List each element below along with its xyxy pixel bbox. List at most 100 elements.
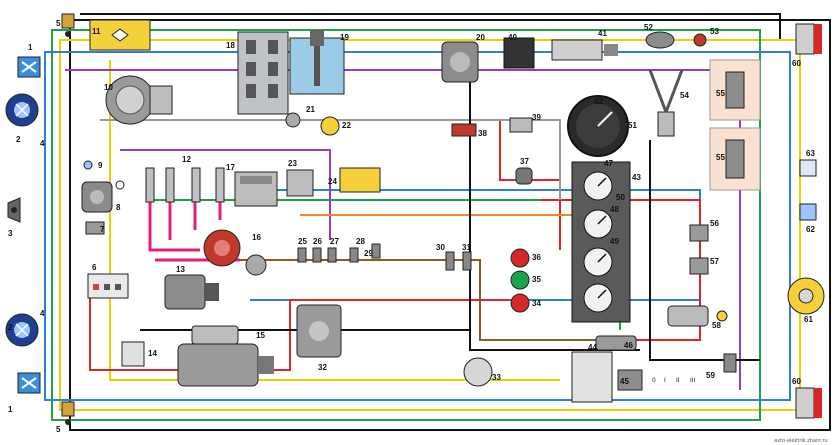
component-54-wiper-switch [648,69,684,137]
component-15-starter [177,325,274,387]
component-40-relay [503,37,535,69]
label-31: 31 [462,243,471,252]
label-14: 14 [148,349,157,358]
label-21: 21 [306,105,315,114]
wire-orange [300,214,591,235]
label-44: 44 [588,343,597,352]
wire-grey [100,119,561,200]
label-1-top: 1 [28,43,33,52]
label-30: 30 [436,243,445,252]
component-number-labels: 1 2 3 4 5 6 7 8 9 10 11 12 13 14 15 16 1… [8,19,815,386]
component-61-ignition-switch [787,277,825,315]
label-36: 36 [532,253,541,262]
label-3: 3 [8,229,13,238]
component-9-lamp [83,160,125,190]
label-57: 57 [710,257,719,266]
label-50: 50 [616,193,625,202]
component-5-top-lamp [61,13,75,37]
label-4-bottom: 4 [40,309,45,318]
component-41-ignition-switch [551,39,618,61]
label-1-bottom: 1 [8,405,13,414]
component-6-relay-block [87,273,129,299]
wire-black-top [80,13,781,40]
label-43: 43 [632,173,641,182]
wire-red-top [440,119,561,250]
label-61: 61 [804,315,813,324]
component-18-fuse-block [237,31,289,115]
label-53: 53 [710,27,719,36]
label-16: 16 [252,233,261,242]
label-13: 13 [176,265,185,274]
component-5-bottom-lamp [61,401,75,425]
component-34-36-indicators [510,248,530,313]
component-2-top-headlight [5,93,39,127]
label-37: 37 [520,157,529,166]
component-16-distributor [203,229,267,276]
wire-purple-outer [65,69,741,390]
component-33-lamp [463,357,493,387]
component-8-washer-motor [81,181,113,213]
component-52-horn [645,31,675,49]
label-47: 47 [604,159,613,168]
component-21-switch [285,112,301,128]
label-52: 52 [644,23,653,32]
label-38: 38 [478,129,487,138]
label-26: 26 [313,237,322,246]
label-5-bottom: 5 [56,425,61,434]
label-33: 33 [492,373,501,382]
instrument-panel [571,161,631,323]
component-12-spark-plugs [145,167,225,203]
label-34: 34 [532,299,541,308]
label-29: 29 [364,249,373,258]
component-56-relay [689,224,709,242]
label-28: 28 [356,237,365,246]
switch-position-labels: 0 I II III [652,377,696,384]
component-14-relay [121,341,145,367]
label-22: 22 [342,121,351,130]
component-59-switch [723,353,737,373]
label-55-top: 55 [716,89,725,98]
label-51: 51 [628,121,637,130]
component-3-horn [7,197,21,223]
component-19-washer-reservoir [289,30,345,95]
position-II: II [676,377,680,384]
component-53-button [693,33,707,47]
component-25-31-sensors [297,243,472,271]
component-62-lamp [799,203,817,221]
label-63: 63 [806,149,815,158]
position-I: I [664,377,666,384]
label-41: 41 [598,29,607,38]
label-17: 17 [226,163,235,172]
component-7-sensor [85,221,105,235]
wire-blue-outer [44,51,791,401]
component-43-45-assembly [571,335,643,403]
label-42: 42 [594,97,603,106]
label-9: 9 [98,161,103,170]
component-number-labels-repeat: 1 2 4 5 55 60 [8,153,801,434]
label-6: 6 [92,263,97,272]
component-39-switch [509,117,533,133]
label-54: 54 [680,91,689,100]
label-56: 56 [710,219,719,228]
label-60-top: 60 [792,59,801,68]
label-46: 46 [624,341,633,350]
label-27: 27 [330,237,339,246]
component-63-lamp [799,159,817,177]
component-58-motor [667,305,728,327]
component-1-bottom [17,372,41,394]
component-1-top [17,56,41,78]
position-III: III [690,377,696,384]
label-7: 7 [100,225,105,234]
component-17-regulator [234,171,278,207]
component-24-connector [339,167,381,193]
label-35: 35 [532,275,541,284]
label-11: 11 [92,27,101,36]
component-2-bottom-headlight [5,313,39,347]
label-48: 48 [610,205,619,214]
label-18: 18 [226,41,235,50]
label-60-bottom: 60 [792,377,801,386]
label-59: 59 [706,371,715,380]
component-32-heater-box [296,304,342,358]
component-13-ignition-coil [164,274,219,310]
wire-purple-mid [120,149,331,240]
